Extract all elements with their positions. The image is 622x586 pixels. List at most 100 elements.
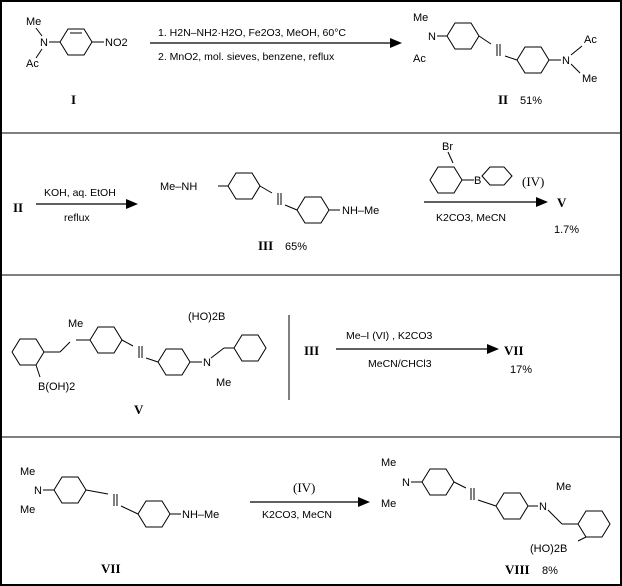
row2-arrow-2 — [424, 197, 548, 207]
V-b-right: (HO)2B — [188, 311, 225, 323]
compound-III-structure: Me–NH NH–Me — [160, 172, 379, 224]
II-azo-1 — [478, 35, 492, 45]
III-left-group: Me–NH — [160, 181, 197, 193]
V-b-left: B(OH)2 — [38, 381, 75, 393]
VIII-ring-left — [421, 468, 455, 496]
VII-n: N — [34, 485, 42, 497]
row2-conditions2-bottom: K2CO3, MeCN — [436, 212, 506, 224]
V-azo-4 — [145, 357, 159, 363]
II-ac-right: Ac — [584, 34, 597, 46]
III-azo-4 — [284, 204, 298, 211]
IV-br-label: Br — [442, 141, 453, 153]
I-n-label: N — [40, 37, 48, 49]
III-azo-1 — [259, 185, 273, 194]
row2-arrow-1 — [36, 199, 138, 209]
row3-conditions-bottom: MeCN/CHCl3 — [368, 358, 432, 370]
II-n-left: N — [428, 31, 436, 43]
VII-azo-4 — [120, 505, 139, 515]
row4-conditions-top: (IV) — [293, 480, 315, 495]
compound-I-structure: Me N Ac NO2 — [26, 16, 128, 70]
V-ch2-n-left — [59, 341, 71, 353]
row1-arrow — [150, 38, 402, 48]
IV-dioxaborinane — [481, 166, 513, 186]
III-right-group: NH–Me — [342, 205, 379, 217]
row2-conditions-bottom: reflux — [64, 212, 90, 224]
VIII-b-label: (HO)2B — [530, 543, 567, 555]
yield-VIII: 8% — [542, 565, 558, 577]
VII-azo-1 — [85, 489, 109, 495]
V-n-right: N — [203, 357, 211, 369]
row3-conditions-top: Me–I (VI) , K2CO3 — [346, 330, 433, 342]
row1-arrowhead — [390, 38, 402, 48]
VII-ring-left — [53, 476, 87, 504]
I-n-me-bond — [35, 27, 43, 37]
V-ring-left — [11, 338, 45, 366]
II-n-me-right-bond — [570, 63, 581, 74]
VIII-n-ch2 — [547, 509, 563, 525]
I-nitro-label: NO2 — [105, 37, 128, 49]
row2-start-label: II — [13, 200, 23, 215]
IV-br-ch2-bond — [447, 151, 454, 164]
yield-V: 1.7% — [554, 224, 579, 236]
compound-V-structure: B(OH)2 Me N Me (HO)2B — [11, 311, 267, 393]
V-azo-1 — [121, 339, 134, 347]
row2-arrowhead-1 — [126, 199, 138, 209]
row2-conditions-top: KOH, aq. EtOH — [44, 187, 116, 199]
row3-arrow — [336, 344, 499, 354]
VIII-ring-mid — [495, 492, 529, 520]
compound-VII-structure: Me N Me NH–Me — [20, 466, 219, 528]
VII-right-group: NH–Me — [182, 509, 219, 521]
I-me-label: Me — [26, 16, 41, 28]
II-n-right: N — [562, 55, 570, 67]
row4-conditions-bottom: K2CO3, MeCN — [262, 509, 332, 521]
label-VIII: VIII — [505, 562, 530, 577]
II-ac-left: Ac — [413, 53, 426, 65]
label-I: I — [71, 92, 76, 107]
reagent-IV-label: (IV) — [522, 174, 544, 189]
III-ring-left — [227, 172, 261, 200]
IV-b-label: B — [474, 175, 481, 187]
row3-arrowhead — [487, 344, 499, 354]
VIII-n-right: N — [539, 501, 547, 513]
VII-me-bottom: Me — [20, 504, 35, 516]
VIII-ring-right — [577, 510, 611, 538]
label-VII-row3: VII — [504, 343, 524, 358]
IV-ring — [429, 166, 463, 194]
yield-III: 65% — [285, 241, 307, 253]
V-ring-left-b — [35, 364, 41, 378]
yield-II: 51% — [520, 95, 542, 107]
label-III: III — [258, 238, 273, 253]
VIII-me-top: Me — [381, 457, 396, 469]
compound-II-structure: Me N Ac N Ac Me — [413, 12, 597, 85]
V-ring-right — [233, 334, 267, 362]
row2-arrowhead-2 — [536, 197, 548, 207]
II-azo-4 — [504, 55, 518, 61]
label-V-structure: V — [134, 402, 144, 417]
VIII-me-right: Me — [556, 481, 571, 493]
I-ac-label: Ac — [26, 58, 39, 70]
reagent-IV-structure: Br B — [429, 141, 513, 194]
row4-arrowhead — [358, 497, 370, 507]
II-ring-left — [446, 22, 480, 50]
VIII-me-bottom: Me — [381, 498, 396, 510]
row3-start-label: III — [304, 343, 319, 358]
label-II: II — [498, 92, 508, 107]
VII-me-top: Me — [20, 466, 35, 478]
V-ring-azo-right — [157, 348, 191, 376]
III-ring-right — [296, 196, 330, 224]
row1-conditions-step1: 1. H2N–NH2·H2O, Fe2O3, MeOH, 60°C — [158, 27, 346, 39]
II-me-right: Me — [582, 73, 597, 85]
row1-conditions-step2: 2. MnO2, mol. sieves, benzene, reflux — [158, 51, 335, 63]
compound-VIII-structure: Me N Me N Me (HO)2B — [381, 457, 611, 555]
row4-arrow — [250, 497, 370, 507]
V-me-left: Me — [68, 318, 83, 330]
V-n-ch2-right — [210, 347, 225, 359]
VIII-ring-b — [577, 536, 587, 542]
VIII-azo-1 — [453, 481, 467, 489]
VIII-azo-4 — [477, 499, 497, 507]
label-VII: VII — [101, 561, 121, 576]
II-me-left: Me — [413, 12, 428, 24]
II-n-ac-right-bond — [570, 45, 583, 56]
